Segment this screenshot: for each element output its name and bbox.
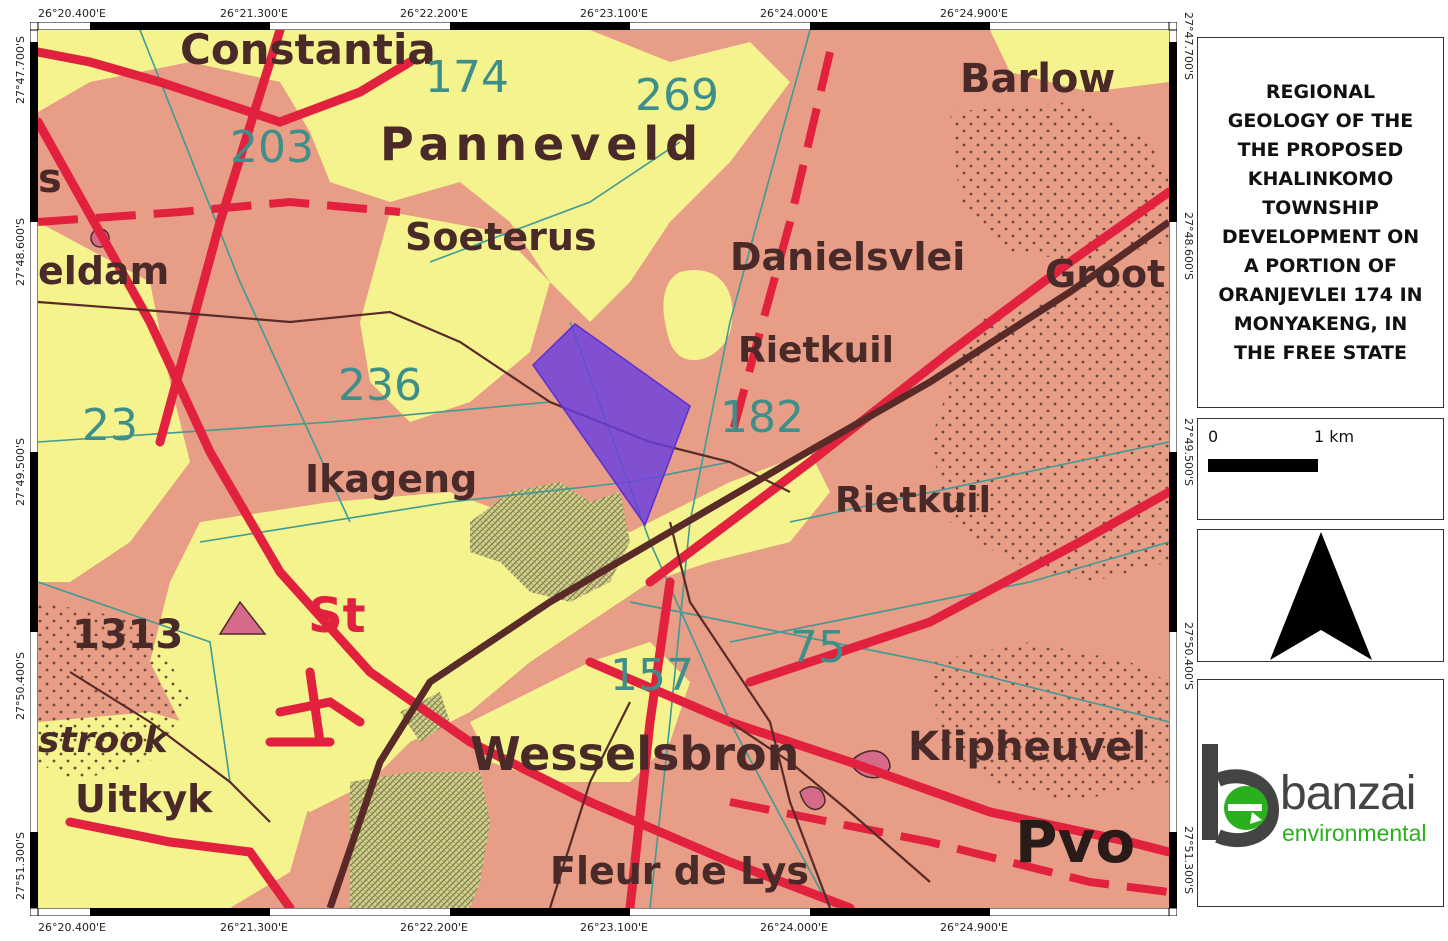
- farm-number: 236: [338, 360, 422, 411]
- lon-label-bottom: 26°24.000'E: [760, 921, 828, 934]
- lat-label-right: 27°48.600'S: [1182, 212, 1195, 280]
- logo-panel: banzai environmental: [1197, 679, 1444, 907]
- town-hatched: [350, 482, 630, 908]
- farm-number: 182: [720, 392, 804, 443]
- lon-label-top: 26°24.900'E: [940, 7, 1008, 20]
- title-line: THE PROPOSED: [1237, 138, 1404, 161]
- map-canvas: Constantia Panneveld Barlow Soeterus Dan…: [30, 22, 1177, 916]
- scale-bar: [1208, 459, 1318, 472]
- lat-label-right: 27°51.300'S: [1182, 826, 1195, 894]
- farm-number: 269: [635, 70, 719, 121]
- lat-label-left: 27°51.300'S: [14, 832, 27, 900]
- north-arrow-icon: [1270, 532, 1372, 660]
- lat-label-left: 27°50.400'S: [14, 652, 27, 720]
- lon-label-bottom: 26°20.400'E: [38, 921, 106, 934]
- place-label: Fleur de Lys: [550, 849, 809, 893]
- map-title: REGIONAL GEOLOGY OF THE THE PROPOSED KHA…: [1216, 78, 1424, 368]
- title-line: REGIONAL: [1265, 80, 1376, 103]
- place-label: Groot: [1045, 252, 1165, 296]
- logo-wordmark: banzai: [1280, 767, 1416, 820]
- lat-label-right: 27°47.700'S: [1182, 12, 1195, 80]
- title-line: THE FREE STATE: [1234, 341, 1407, 364]
- lon-label-bottom: 26°24.900'E: [940, 921, 1008, 934]
- place-label: Panneveld: [380, 117, 704, 171]
- place-label: Soeterus: [405, 215, 597, 259]
- title-line: TOWNSHIP: [1262, 196, 1379, 219]
- place-label: 1313: [72, 612, 183, 658]
- place-label: s: [38, 156, 62, 202]
- banzai-logo-icon: [1202, 744, 1280, 848]
- farm-number: 157: [610, 650, 694, 701]
- title-panel: REGIONAL GEOLOGY OF THE THE PROPOSED KHA…: [1197, 37, 1444, 408]
- farm-number: 75: [790, 622, 846, 673]
- lat-label-left: 27°49.500'S: [14, 438, 27, 506]
- frame-ticks: [30, 22, 1177, 916]
- map-place-labels: Constantia Panneveld Barlow Soeterus Dan…: [38, 25, 1165, 893]
- geology-map[interactable]: Constantia Panneveld Barlow Soeterus Dan…: [30, 22, 1177, 916]
- place-label: Wesselsbron: [470, 727, 799, 781]
- lon-label-top: 26°21.300'E: [220, 7, 288, 20]
- farm-number: 23: [82, 400, 138, 451]
- scale-start-label: 0: [1208, 427, 1219, 446]
- place-label: Pvo: [1015, 808, 1135, 876]
- lon-label-bottom: 26°23.100'E: [580, 921, 648, 934]
- place-label: Barlow: [960, 56, 1115, 102]
- lon-label-bottom: 26°22.200'E: [400, 921, 468, 934]
- place-label: St: [308, 588, 366, 644]
- place-label: Rietkuil: [835, 480, 991, 521]
- lon-label-top: 26°22.200'E: [400, 7, 468, 20]
- place-label: Ikageng: [305, 457, 477, 501]
- lon-label-top: 26°20.400'E: [38, 7, 106, 20]
- lon-label-bottom: 26°21.300'E: [220, 921, 288, 934]
- title-line: DEVELOPMENT ON: [1221, 225, 1420, 248]
- title-line: MONYAKENG, IN: [1233, 312, 1408, 335]
- lat-label-left: 27°47.700'S: [14, 36, 27, 104]
- farm-number: 174: [425, 52, 509, 103]
- place-label: Rietkuil: [738, 330, 894, 371]
- farm-number: 203: [230, 122, 314, 173]
- title-line: GEOLOGY OF THE: [1227, 109, 1414, 132]
- place-label: Uitkyk: [75, 777, 213, 821]
- geology-unit-yellow: [38, 30, 1169, 908]
- place-label: strook: [38, 720, 170, 761]
- scale-end-label: 1 km: [1314, 427, 1355, 446]
- place-label: Klipheuvel: [908, 724, 1146, 770]
- place-label: Constantia: [180, 25, 436, 74]
- map-farm-numbers: 174 269 203 236 23 182 75 157: [82, 52, 846, 701]
- railway: [326, 219, 1169, 908]
- lon-label-top: 26°24.000'E: [760, 7, 828, 20]
- logo-subtitle: environmental: [1282, 820, 1427, 846]
- proposed-site-polygon: [532, 323, 691, 527]
- lat-label-left: 27°48.600'S: [14, 218, 27, 286]
- dashed-roads: [38, 51, 1169, 896]
- geology-unit-dotted: [38, 102, 1169, 802]
- north-arrow-panel: [1197, 529, 1444, 662]
- title-line: KHALINKOMO: [1247, 167, 1394, 190]
- minor-roads: [38, 300, 931, 908]
- main-roads: [38, 30, 1169, 908]
- place-label: Danielsvlei: [730, 235, 965, 279]
- lon-label-top: 26°23.100'E: [580, 7, 648, 20]
- lat-label-right: 27°49.500'S: [1182, 418, 1195, 486]
- scale-bar-panel: 0 1 km: [1197, 418, 1444, 520]
- place-label: eldam: [38, 249, 169, 293]
- title-line: A PORTION OF: [1243, 254, 1397, 277]
- lat-label-right: 27°50.400'S: [1182, 622, 1195, 690]
- title-line: ORANJEVLEI 174 IN: [1218, 283, 1423, 306]
